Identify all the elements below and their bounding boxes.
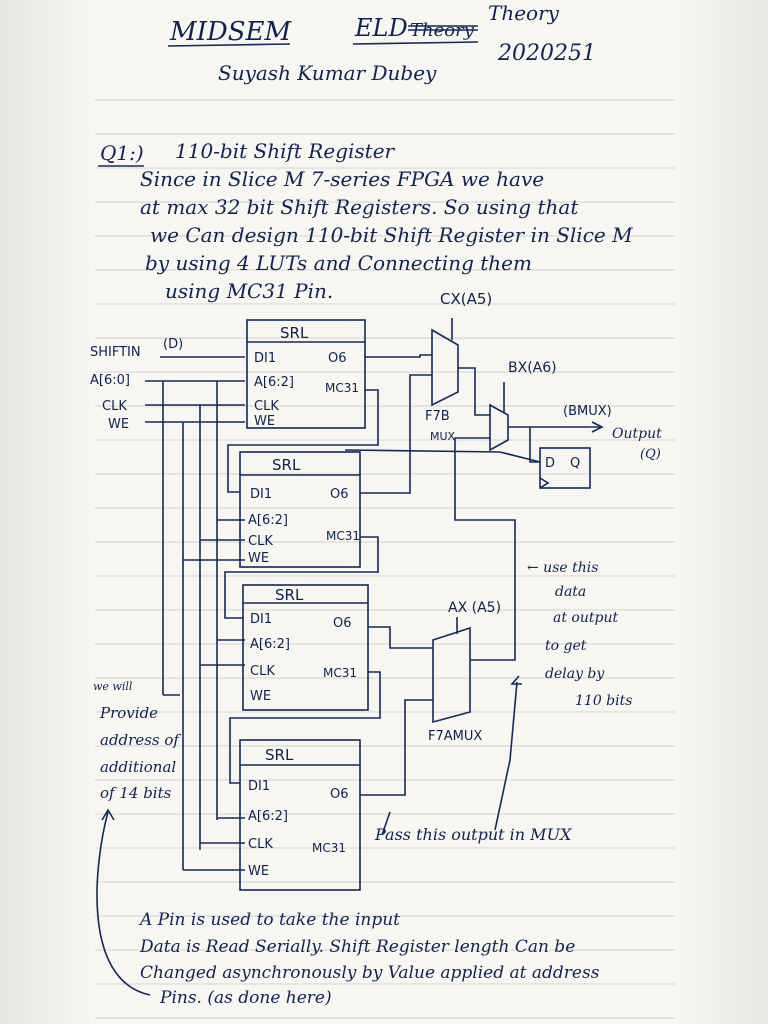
mux-cx-label: CX(A5) <box>440 290 492 308</box>
question-line-1: Since in Slice M 7-series FPGA we have <box>140 167 544 191</box>
srl-2-din: DI1 <box>250 487 272 502</box>
srl-1-din: DI1 <box>254 351 276 366</box>
student-name: Suyash Kumar Dubey <box>218 61 437 85</box>
footer-line-1: A Pin is used to take the input <box>138 910 400 930</box>
srl-2-addr: A[6:2] <box>248 513 288 528</box>
srl-1-title: SRL <box>280 324 309 342</box>
srl-1-we: WE <box>254 414 275 429</box>
ff-q: Q <box>570 456 580 471</box>
srl-3-we: WE <box>250 689 271 704</box>
mux-f7a: AX (A5) F7AMUX <box>428 600 501 744</box>
srl-4-we: WE <box>248 864 269 879</box>
footer-line-3: Changed asynchronously by Value applied … <box>140 963 600 983</box>
roll-number: 2020251 <box>497 41 596 66</box>
srl-4-mc31: MC31 <box>312 841 346 855</box>
srl-3-din: DI1 <box>250 612 272 627</box>
srl-block-1: SRL DI1 O6 A[6:2] MC31 CLK WE <box>246 319 366 429</box>
output-wires <box>344 421 604 661</box>
svg-text:of 14 bits: of 14 bits <box>100 784 172 802</box>
mux-bx-label: BX(A6) <box>508 360 557 376</box>
note-provide-address: we will Provide address of additional of… <box>93 680 181 802</box>
srl-1-out: O6 <box>328 351 347 366</box>
mux-f7a-label: F7AMUX <box>428 729 482 744</box>
svg-text:to get: to get <box>545 638 587 654</box>
output-q-label: (Q) <box>640 447 661 462</box>
note-arrow-right <box>494 681 518 831</box>
svg-text:at output: at output <box>553 610 618 626</box>
srl-2-mc31: MC31 <box>326 529 360 543</box>
question-line-3: we Can design 110-bit Shift Register in … <box>150 223 633 247</box>
svg-text:additional: additional <box>100 758 176 776</box>
question-line-4: by using 4 LUTs and Connecting them <box>145 251 532 275</box>
srl-block-3: SRL DI1 O6 A[6:2] MC31 CLK WE <box>242 584 369 711</box>
srl-2-title: SRL <box>272 456 301 474</box>
d-flipflop: D Q <box>539 447 591 489</box>
srl-3-out: O6 <box>333 616 352 631</box>
input-address: A[6:0] <box>90 373 130 388</box>
srl-3-addr: A[6:2] <box>250 637 290 652</box>
input-clk: CLK <box>102 399 127 414</box>
note-arrow-o6 <box>381 811 391 836</box>
note-use-data: ← use this data at output to get delay b… <box>510 560 632 709</box>
srl-block-4: SRL DI1 O6 A[6:2] MC31 CLK WE <box>239 739 361 891</box>
output-label: Output <box>612 426 662 442</box>
svg-text:we will: we will <box>93 680 133 693</box>
ff-d: D <box>545 456 555 471</box>
input-d-label: (D) <box>163 337 183 352</box>
mux-f7b-wires <box>360 354 490 494</box>
mux-f7b-label: F7B <box>425 409 450 424</box>
note-arrow-left <box>96 811 151 996</box>
srl-4-out: O6 <box>330 787 349 802</box>
footer-line-2: Data is Read Serially. Shift Register le… <box>139 937 575 957</box>
svg-text:110 bits: 110 bits <box>575 693 632 709</box>
srl-1-addr: A[6:2] <box>254 375 294 390</box>
mux-f7a-wires <box>360 626 433 796</box>
page-title: MIDSEM <box>169 17 293 47</box>
note-pass-output: Pass this output in MUX <box>374 825 572 844</box>
input-shiftin: SHIFTIN <box>90 345 141 360</box>
question-label: Q1:) <box>100 141 144 165</box>
svg-text:address of: address of <box>100 731 181 749</box>
subject-prefix: ELD <box>354 14 408 42</box>
svg-text:data: data <box>555 584 586 600</box>
svg-text:← use this: ← use this <box>527 560 598 576</box>
srl-3-mc31: MC31 <box>323 666 357 680</box>
mux-bmux-label: (BMUX) <box>563 404 612 419</box>
srl-4-addr: A[6:2] <box>248 809 288 824</box>
svg-text:delay by: delay by <box>545 666 605 682</box>
ruled-lines <box>95 99 675 1019</box>
srl-1-mc31: MC31 <box>325 381 359 395</box>
svg-text:Provide: Provide <box>99 704 158 722</box>
mux-ax-label: AX (A5) <box>448 600 501 616</box>
srl-2-we: WE <box>248 551 269 566</box>
mux-f7b: CX(A5) F7B MUX <box>425 290 492 443</box>
srl-2-clk: CLK <box>248 534 273 549</box>
subject-label: Theory <box>488 1 560 25</box>
srl-1-clk: CLK <box>254 399 279 414</box>
srl-3-title: SRL <box>275 586 304 604</box>
srl-4-din: DI1 <box>248 779 270 794</box>
input-we: WE <box>108 417 129 432</box>
srl-2-out: O6 <box>330 487 349 502</box>
srl-block-2: SRL DI1 O6 A[6:2] MC31 CLK WE <box>239 451 361 568</box>
srl-4-title: SRL <box>265 746 294 764</box>
mux-f7b-sub: MUX <box>430 430 456 443</box>
footer-line-4: Pins. (as done here) <box>159 988 332 1008</box>
srl-4-clk: CLK <box>248 837 273 852</box>
mux-bmux: BX(A6) (BMUX) <box>489 360 612 452</box>
cascade-wires <box>224 389 381 784</box>
srl-3-clk: CLK <box>250 664 275 679</box>
question-title: 110-bit Shift Register <box>175 139 396 163</box>
question-line-5: using MC31 Pin. <box>165 279 333 303</box>
question-line-2: at max 32 bit Shift Registers. So using … <box>140 195 579 219</box>
